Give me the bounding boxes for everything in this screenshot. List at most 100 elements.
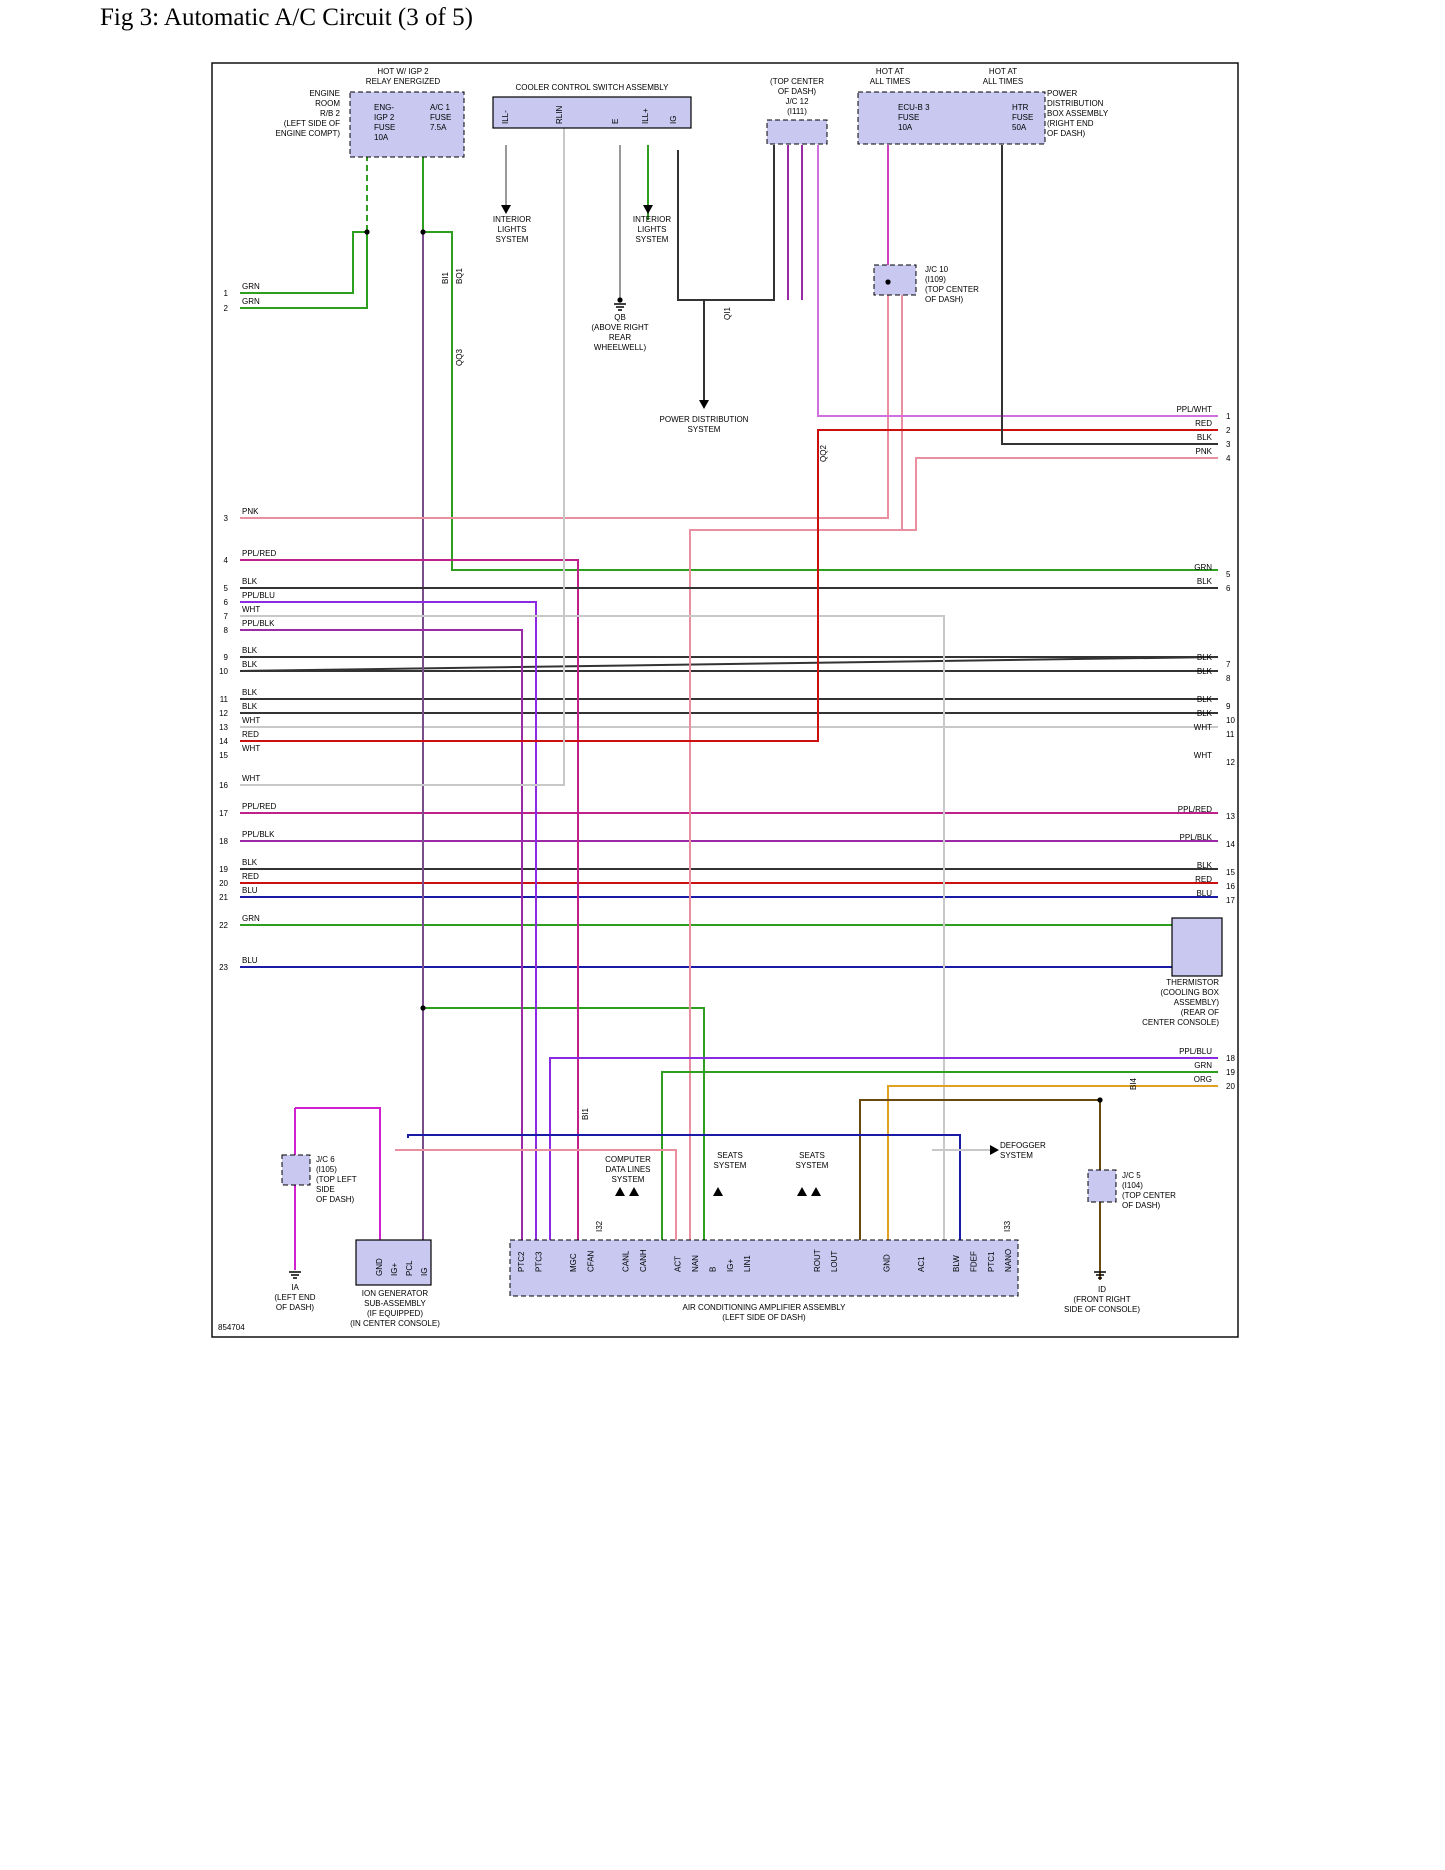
left-terminal-number: 11 [220,695,229,704]
fuse-ecub3-label: ECU-B 3 [898,103,930,112]
right-terminal-wire-label: WHT [1194,723,1212,732]
connector-label: I33 [1003,1220,1012,1232]
left-terminal-number: 21 [219,893,228,902]
right-terminal-number: 9 [1226,702,1231,711]
left-terminal-number: 17 [219,809,228,818]
right-terminal-wire-label: WHT [1194,751,1212,760]
splice-dot [1097,1097,1103,1103]
splice-dot [364,229,370,235]
wire-layer [239,120,1219,1280]
power-dist-label: (RIGHT END [1047,119,1094,128]
left-terminal-wire-label: PPL/RED [242,802,276,811]
right-terminal-number: 10 [1226,716,1235,725]
right-terminal-number: 3 [1226,440,1231,449]
left-terminal-wire-label: BLK [242,702,258,711]
left-terminal-number: 23 [219,963,228,972]
left-terminal-number: 2 [224,304,229,313]
ac-amp-pin-label: LOUT [830,1251,839,1272]
fuse-htr-label: 50A [1012,123,1027,132]
left-terminal-number: 18 [219,837,228,846]
connector-label: QQ2 [819,445,828,462]
ac-amp-pin-label: BLW [952,1255,961,1272]
left-terminal-wire-label: BLU [242,956,258,965]
connector-label: QI1 [723,307,732,320]
ac-amp-pin-label: NAN [691,1255,700,1272]
wire-pnk-r4 [689,457,1218,1240]
arrow-down-icon [643,205,653,214]
cooler-control-switch [492,96,692,129]
jc6-label: OF DASH) [316,1195,355,1204]
ia-label: (LEFT END [274,1293,315,1302]
right-terminal-wire-label: BLK [1197,653,1213,662]
wire-ppl-red-4 [240,559,579,1240]
right-terminal-wire-label: PPL/BLK [1180,833,1213,842]
left-terminal-number: 8 [224,626,229,635]
right-terminal-wire-label: BLK [1197,577,1213,586]
left-terminal-number: 19 [219,865,228,874]
left-terminal-wire-label: BLK [242,688,258,697]
jc10-connector [873,264,917,296]
connector-label: QQ3 [455,349,464,366]
right-terminal-wire-label: RED [1195,875,1212,884]
left-terminal-wire-label: PPL/BLK [242,830,275,839]
fuse-ac1-label: 7.5A [430,123,447,132]
arrow-right-icon [990,1145,999,1155]
ac-amp-pin-label: PTC2 [517,1251,526,1272]
id-label: (FRONT RIGHT [1073,1295,1130,1304]
right-terminal-number: 5 [1226,570,1231,579]
ion-gen-label: (IN CENTER CONSOLE) [350,1319,440,1328]
power-dist-label: BOX ASSEMBLY [1047,109,1109,118]
thermistor-label: ASSEMBLY) [1174,998,1220,1007]
left-terminal-number: 13 [219,723,228,732]
figure-title: Fig 3: Automatic A/C Circuit (3 of 5) [100,4,473,31]
left-terminal-number: 4 [224,556,229,565]
left-terminal-wire-label: WHT [242,744,260,753]
ac-amplifier-box [509,1239,1019,1297]
right-terminal-number: 13 [1226,812,1235,821]
ion-pin-label: GND [375,1258,384,1276]
jc5-label: (I104) [1122,1181,1143,1190]
right-terminal-wire-label: BLK [1197,695,1213,704]
jc6-connector [281,1154,311,1186]
thermistor-label: (COOLING BOX [1160,988,1219,997]
right-terminal-wire-label: PPL/RED [1178,805,1212,814]
left-terminal-number: 10 [219,667,228,676]
qb-label: (ABOVE RIGHT [591,323,648,332]
ac-amp-pin-label: MGC [569,1253,578,1272]
ac-amp-pin-label: CANH [639,1249,648,1272]
right-terminal-number: 6 [1226,584,1231,593]
jc5-label: J/C 5 [1122,1171,1141,1180]
right-terminal-wire-label: PNK [1196,447,1213,456]
left-terminal-wire-label: BLK [242,577,258,586]
hot-always-label: HOT AT [876,67,904,76]
ac-amp-pin-label: ROUT [813,1249,822,1272]
splice-dot [617,297,623,303]
hot-always-label: ALL TIMES [870,77,910,86]
ion-gen-label: SUB-ASSEMBLY [364,1299,426,1308]
engine-room-rb2-label: ROOM [315,99,340,108]
seats-label: SYSTEM [796,1161,829,1170]
computer-data-label: SYSTEM [612,1175,645,1184]
engine-room-rb2-label: ENGINE COMPT) [276,129,341,138]
qb-label: WHEELWELL) [594,343,647,352]
right-terminal-wire-label: BLK [1197,709,1213,718]
left-terminal-wire-label: BLU [242,886,258,895]
arrow-up-icon [615,1187,625,1196]
right-terminal-wire-label: BLK [1197,433,1213,442]
ia-label: IA [291,1283,299,1292]
power-dist-label: OF DASH) [1047,129,1086,138]
right-terminal-number: 8 [1226,674,1231,683]
hot-always-label: ALL TIMES [983,77,1023,86]
left-terminal-wire-label: PPL/BLK [242,619,275,628]
ac-amp-label: AIR CONDITIONING AMPLIFIER ASSEMBLY [683,1303,847,1312]
connector-label: BQ1 [455,267,464,284]
wire-grn-branch [423,1007,705,1240]
computer-data-label: COMPUTER [605,1155,651,1164]
connector-label: BI4 [1129,1077,1138,1090]
right-terminal-number: 4 [1226,454,1231,463]
ion-pin-label: PCL [405,1260,414,1276]
wire-brn [859,1099,1100,1240]
left-terminal-number: 3 [224,514,229,523]
jc10-label: J/C 10 [925,265,949,274]
